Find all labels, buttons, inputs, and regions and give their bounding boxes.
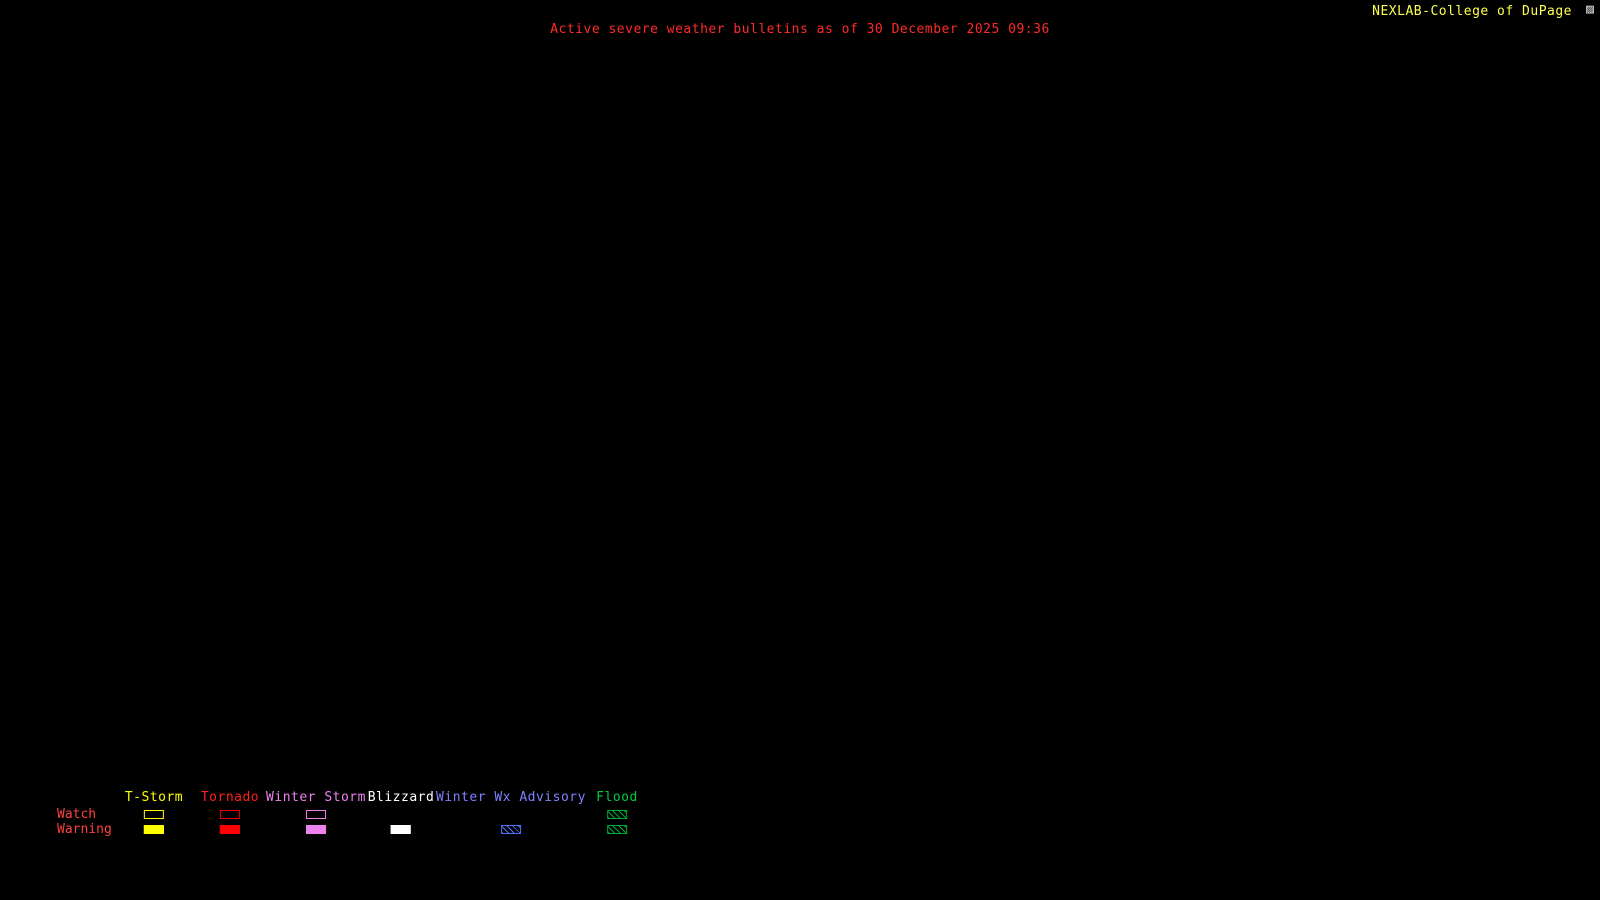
tornado-warning-swatch (219, 825, 240, 834)
watch-swatch-row (596, 807, 638, 822)
watch-row-label: Watch (57, 807, 97, 822)
legend-col-label: Winter Wx Advisory (436, 790, 586, 805)
legend: Watch Warning T-Storm Tornado Winter Storm… (0, 790, 1600, 838)
flood-warning-swatch (606, 825, 627, 834)
legend-col-winter-storm: Winter Storm (266, 790, 366, 837)
winter-storm-watch-swatch (305, 810, 326, 819)
brand-label: NEXLAB-College of DuPage (1372, 4, 1572, 19)
warning-row-label: Warning (57, 822, 112, 837)
warning-swatch-row (596, 822, 638, 837)
winter-storm-warning-swatch (305, 825, 326, 834)
legend-row-labels-spacer (57, 790, 112, 807)
tornado-watch-swatch (219, 810, 240, 819)
legend-col-label: Winter Storm (266, 790, 366, 805)
flood-watch-swatch (606, 810, 627, 819)
legend-row-labels: Watch Warning (57, 790, 112, 837)
watch-swatch-row (266, 807, 366, 822)
watch-swatch-row (368, 807, 435, 822)
warning-swatch-row (125, 822, 183, 837)
legend-col-flood: Flood (596, 790, 638, 837)
warning-swatch-row (436, 822, 586, 837)
legend-col-tornado: Tornado (201, 790, 259, 837)
legend-col-label: Blizzard (367, 790, 435, 805)
watch-swatch-row (436, 807, 586, 822)
legend-col-blizzard: Blizzard (368, 790, 435, 837)
legend-col-winter-wx-advisory: Winter Wx Advisory (436, 790, 586, 837)
tstorm-watch-swatch (143, 810, 164, 819)
warning-swatch-row (368, 822, 435, 837)
warning-swatch-row (266, 822, 366, 837)
watch-swatch-row (201, 807, 259, 822)
warning-swatch-row (201, 822, 259, 837)
tstorm-warning-swatch (143, 825, 164, 834)
legend-col-tstorm: T-Storm (125, 790, 183, 837)
legend-col-label: Tornado (200, 790, 260, 805)
blizzard-warning-swatch (391, 825, 411, 834)
page-title: Active severe weather bulletins as of 30… (550, 22, 1050, 37)
legend-col-label: T-Storm (124, 790, 184, 805)
legend-col-label: Flood (596, 790, 638, 805)
winter-wx-advisory-warning-swatch (500, 825, 521, 834)
corner-glyph-icon: ▨ (1586, 2, 1594, 17)
watch-swatch-row (125, 807, 183, 822)
